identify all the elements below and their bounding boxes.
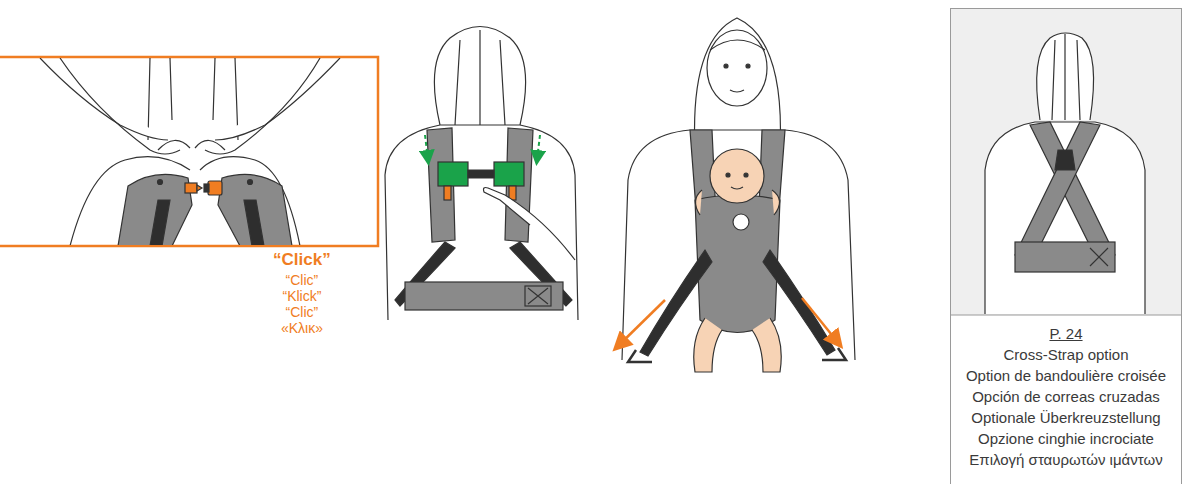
option-caption: Opzione cinghie incrociate [951, 428, 1181, 449]
click-label: “Click” [273, 252, 331, 268]
back-view-figure [385, 27, 578, 321]
cross-strap-figure [985, 33, 1145, 314]
click-label: «Κλικ» [281, 320, 323, 336]
click-label: “Clic” [286, 272, 319, 288]
pull-arrow [802, 298, 840, 345]
pull-arrow [616, 300, 665, 348]
buckle-detail [40, 58, 340, 245]
click-label: “Clic” [286, 304, 319, 320]
detail-frame [0, 57, 378, 246]
panel-divider [951, 315, 1181, 316]
down-arrow [425, 135, 428, 160]
panel-background [951, 9, 1181, 315]
front-view-figure [622, 18, 855, 372]
click-label: “Klick” [283, 288, 322, 304]
down-arrow [537, 135, 540, 160]
option-caption: Επιλογή σταυρωτών ιμάντων [951, 449, 1181, 470]
reference-panel: P. 24Cross-Strap optionOption de bandoul… [950, 8, 1182, 484]
option-caption: Optionale Überkreuzstellung [951, 407, 1181, 428]
option-caption: Opción de correas cruzadas [951, 386, 1181, 407]
option-caption: Option de bandoulière croisée [951, 365, 1181, 386]
option-caption: Cross-Strap option [951, 344, 1181, 365]
page-reference: P. 24 [951, 323, 1181, 344]
